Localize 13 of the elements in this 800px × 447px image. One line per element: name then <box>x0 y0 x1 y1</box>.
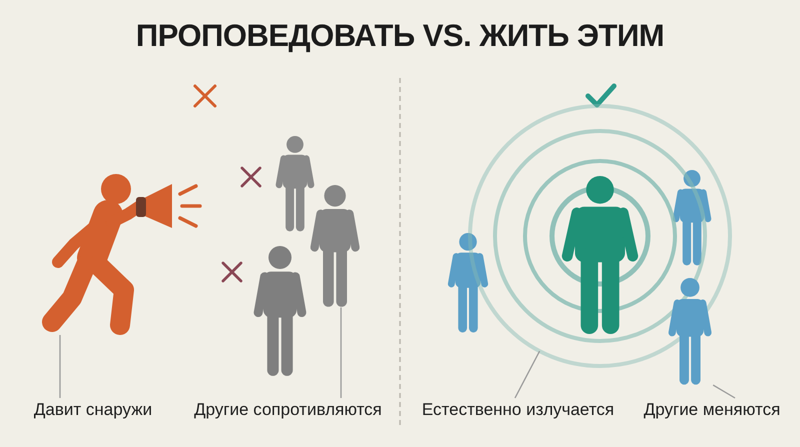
caption-text: Естественно излучается <box>422 399 614 421</box>
person-with-megaphone <box>42 174 202 335</box>
caption-text: Другие меняются <box>644 399 780 421</box>
person-figure <box>668 278 712 385</box>
leader-line <box>59 335 61 398</box>
radiating-rings <box>468 104 732 368</box>
person-figure <box>310 185 360 307</box>
title: ПРОПОВЕДОВАТЬ VS. ЖИТЬ ЭТИМ <box>134 18 666 54</box>
caption-text: Давит снаружи <box>34 399 152 421</box>
leader-line <box>340 307 342 398</box>
leader-line <box>712 384 736 399</box>
caption-text: Другие сопротивляются <box>194 399 382 421</box>
leader-line <box>514 350 540 398</box>
